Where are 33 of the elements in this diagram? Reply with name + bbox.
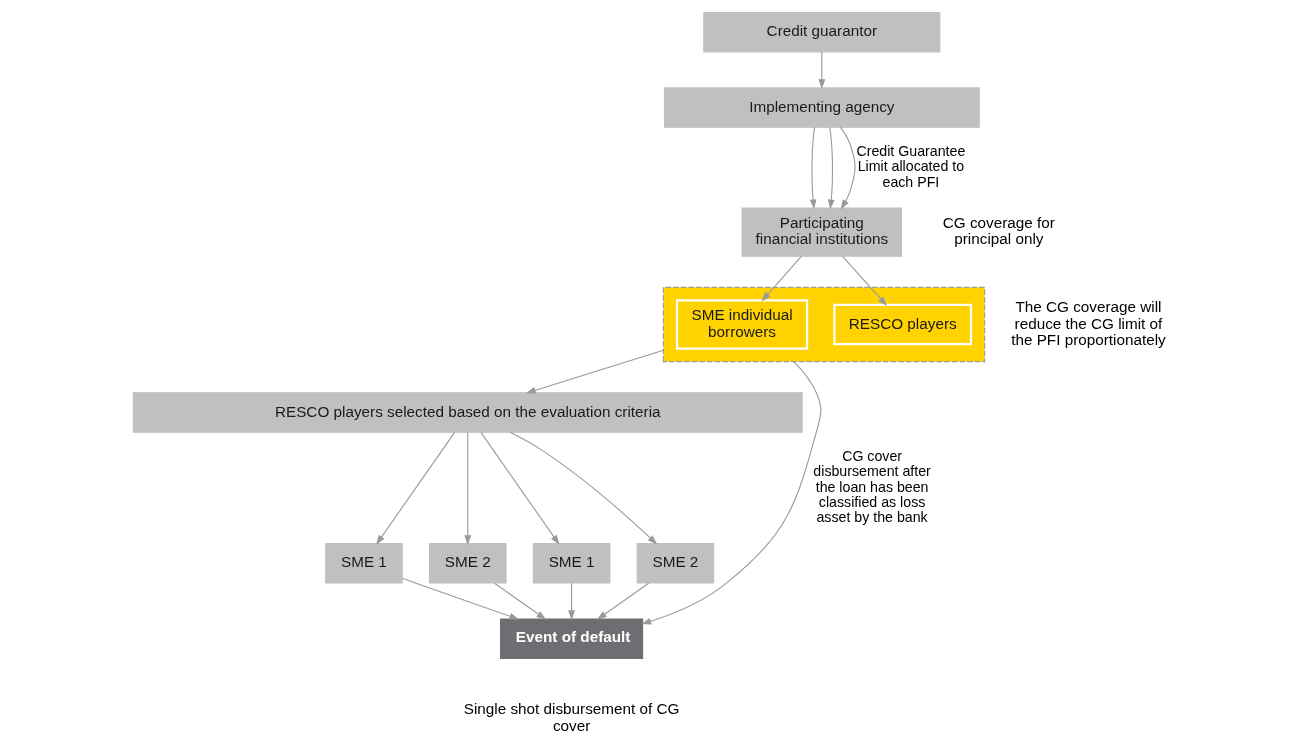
arrow <box>761 255 802 302</box>
node-label: Single shot disbursement of CG cover <box>463 700 680 734</box>
edge-label: CG cover disbursement after the loan has been classified as loss asset by the bank <box>813 447 931 526</box>
arrow <box>568 582 576 621</box>
label: CG coverage for principal only <box>942 214 1055 248</box>
cluster <box>662 286 986 363</box>
node-box: RESCO players selected based on the evaluation criteria <box>132 392 803 433</box>
node-box: SME 1 <box>325 543 403 584</box>
arrow <box>525 349 664 394</box>
arrow <box>818 51 826 90</box>
node-box: Event of default <box>500 618 644 659</box>
node-box: Credit guarantor <box>703 11 941 53</box>
edge-label: Credit Guarantee Limit allocated to each PFI <box>856 143 966 190</box>
arrow <box>839 126 856 210</box>
node-box: SME individual borrowers <box>675 299 809 350</box>
arrow <box>464 431 472 546</box>
node-box: SME 2 <box>428 543 507 584</box>
arrow <box>596 582 650 620</box>
node-box: SME 2 <box>636 543 715 584</box>
arrow <box>493 582 547 620</box>
node-box: Implementing agency <box>663 87 980 128</box>
arrow <box>509 431 658 545</box>
arrow <box>480 431 560 545</box>
node-box: RESCO players <box>833 303 973 346</box>
arrow <box>376 431 456 545</box>
arrow <box>401 577 520 620</box>
label: The CG coverage will reduce the CG limit of the PFI proportionately <box>1011 298 1166 348</box>
node-box: SME 1 <box>532 543 611 584</box>
arrow <box>809 126 817 210</box>
node-box: Participating financial institutions <box>741 207 903 257</box>
arrow <box>641 361 822 625</box>
arrow <box>827 126 835 210</box>
arrow <box>842 255 888 307</box>
